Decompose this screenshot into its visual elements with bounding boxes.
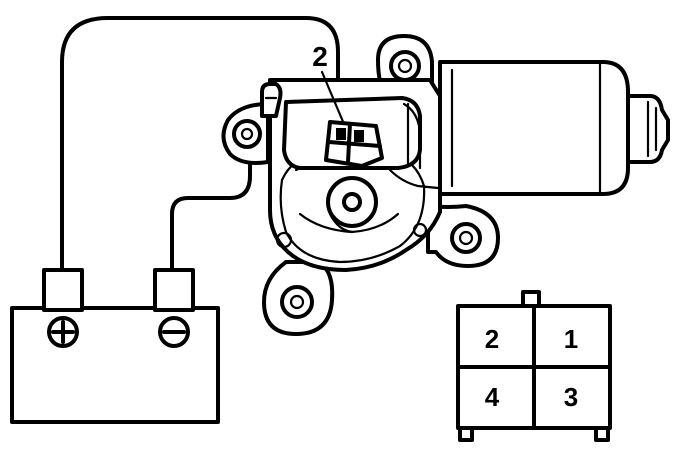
- mounting-ear-right: [426, 204, 500, 268]
- mounting-ear-bottom: [262, 260, 335, 336]
- terminal-tab: [260, 82, 283, 118]
- minus-in-circle-icon: [158, 316, 190, 348]
- battery-positive-terminal: [42, 268, 84, 312]
- callout: 2: [312, 41, 346, 126]
- motor-cylinder: [438, 60, 670, 196]
- pin-1-label: 1: [564, 324, 578, 354]
- pin-2-label: 2: [485, 324, 499, 354]
- connector-pinout: 2 1 4 3: [456, 290, 612, 442]
- wiper-motor: [221, 34, 670, 336]
- callout-leader-line: [320, 70, 346, 126]
- mounting-ear-left: [221, 102, 270, 165]
- battery: [10, 306, 220, 424]
- pin-3-label: 3: [564, 382, 578, 412]
- negative-wire: [170, 144, 252, 274]
- callout-label: 2: [312, 41, 328, 72]
- output-shaft: [326, 176, 378, 234]
- battery-negative-terminal: [153, 268, 195, 312]
- pin-4-label: 4: [485, 382, 500, 412]
- positive-wire: [60, 16, 340, 274]
- wiring-plug: [324, 120, 384, 168]
- plus-in-circle-icon: [47, 316, 79, 348]
